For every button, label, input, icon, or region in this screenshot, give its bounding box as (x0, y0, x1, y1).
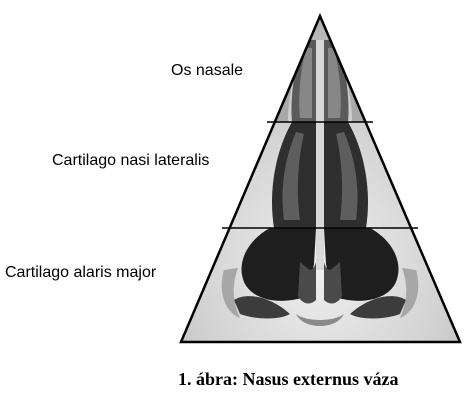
label-cartilago-alaris-major: Cartilago alaris major (5, 264, 157, 281)
label-cartilago-nasi-lateralis: Cartilago nasi lateralis (52, 152, 210, 169)
label-os-nasale: Os nasale (171, 62, 244, 79)
cartilago-alaris-major-shape (221, 228, 419, 326)
triangle-outline (179, 12, 462, 344)
figure-caption: 1. ábra: Nasus externus váza (178, 369, 399, 389)
cartilago-nasi-lateralis-shape (272, 40, 368, 270)
